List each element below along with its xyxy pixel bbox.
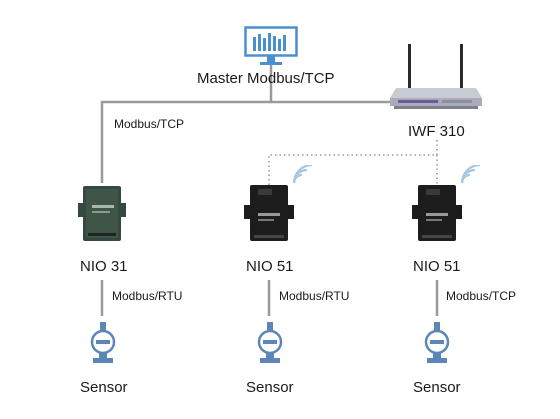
link-label-3: Modbus/TCP <box>446 289 517 303</box>
sensor-label-1: Sensor <box>80 379 128 396</box>
sensor-icon <box>257 322 283 363</box>
nio51-device-icon <box>244 185 294 241</box>
sensor-label-2: Sensor <box>246 379 294 396</box>
wifi-signal-icon <box>460 165 481 184</box>
nio31-device-icon <box>78 186 126 241</box>
wifi-signal-icon <box>292 165 313 184</box>
router-icon <box>390 44 482 109</box>
gateway-label: IWF 310 <box>408 123 465 140</box>
uplink-label: Modbus/TCP <box>114 117 185 131</box>
sensor-icon <box>90 322 116 363</box>
device-label-1: NIO 31 <box>80 258 128 275</box>
wireless-dotted-line <box>268 140 438 185</box>
link-label-1: Modbus/RTU <box>112 289 183 303</box>
monitor-icon <box>244 26 298 65</box>
sensor-icon <box>424 322 450 363</box>
sensor-label-3: Sensor <box>413 379 461 396</box>
device-label-3: NIO 51 <box>413 258 461 275</box>
ethernet-line-nio31 <box>100 100 271 183</box>
link-label-2: Modbus/RTU <box>279 289 350 303</box>
master-label: Master Modbus/TCP <box>197 70 335 87</box>
device-label-2: NIO 51 <box>246 258 294 275</box>
nio51-device-icon <box>412 185 462 241</box>
